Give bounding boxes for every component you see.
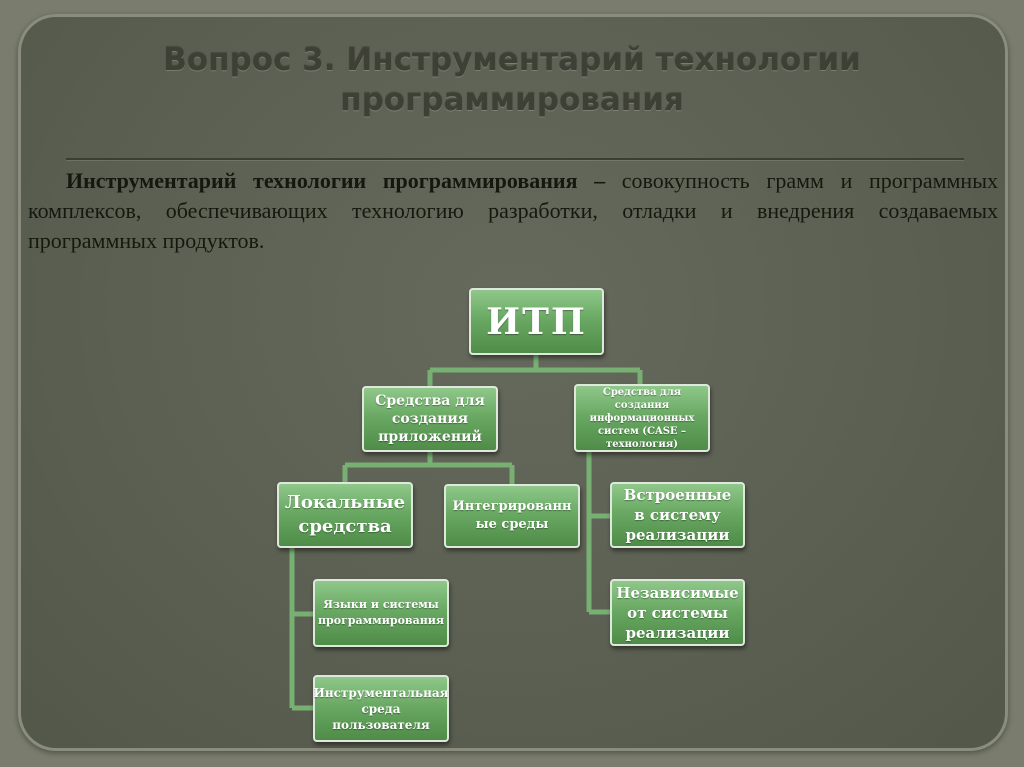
connector-local-to-leaves — [289, 548, 313, 711]
connector-case-to-leaves — [586, 452, 610, 615]
node-embedded: Встроенные в систему реализации — [610, 482, 745, 548]
node-local-tools: Локальные средства — [277, 482, 413, 548]
node-languages: Языки и системы программирования — [313, 579, 449, 647]
title-divider — [66, 158, 964, 160]
connector-root-to-level2 — [427, 355, 643, 388]
node-app-tools: Средства для создания приложений — [362, 386, 498, 452]
node-integrated-env: Интегрированные среды — [444, 484, 580, 548]
definition-paragraph: Инструментарий технологии программирован… — [28, 166, 998, 256]
node-case-tools: Средства для создания информационных сис… — [574, 384, 710, 452]
slide-title: Вопрос 3. Инструментарий технологии прог… — [163, 42, 861, 118]
definition-text: совокупность грамм и программных комплек… — [28, 168, 998, 253]
node-independent: Независимые от системы реализации — [610, 579, 745, 646]
node-user-env: Инструментальная среда пользователя — [313, 675, 449, 742]
connector-app-to-level3 — [342, 452, 515, 484]
node-itp: ИТП — [469, 288, 604, 355]
definition-term: Инструментарий технологии программирован… — [66, 168, 606, 193]
slide-frame — [18, 14, 1008, 751]
